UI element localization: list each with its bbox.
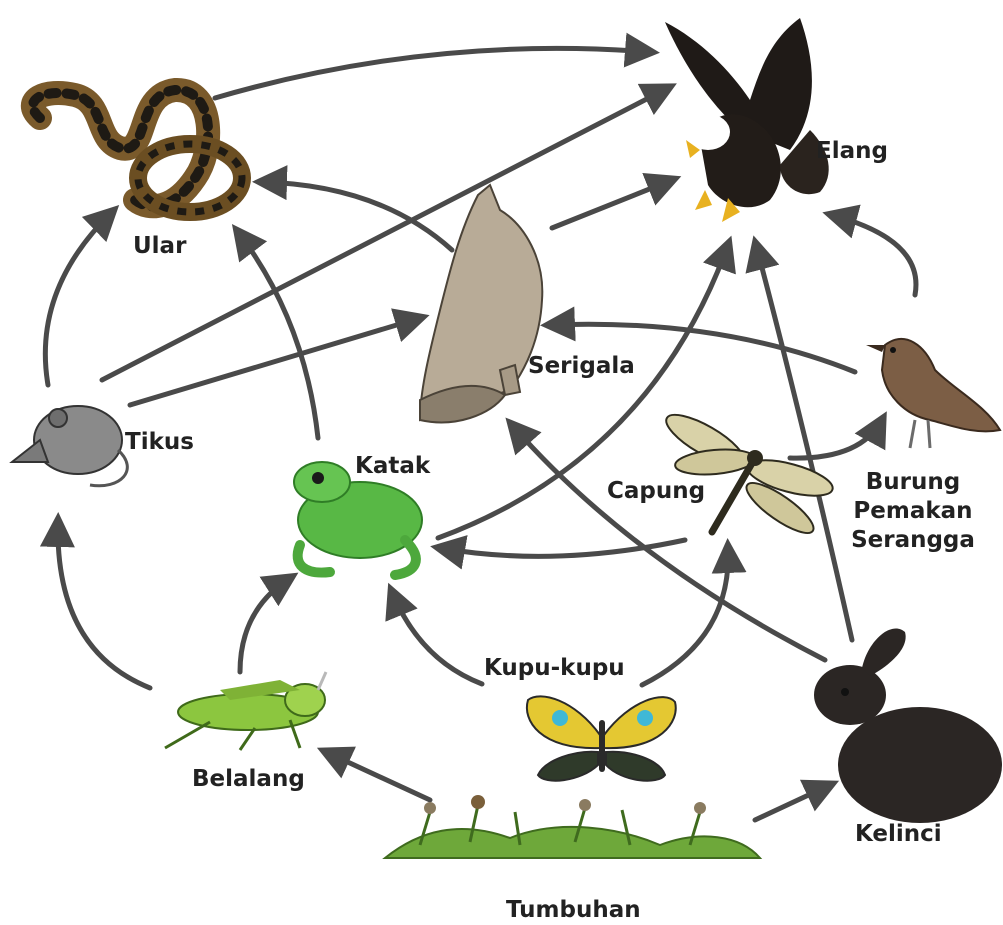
- arrow-capung-katak: [440, 540, 685, 556]
- arrow-tikus-ular: [45, 212, 112, 385]
- label-tikus: Tikus: [125, 428, 194, 457]
- grasshopper-icon: [165, 672, 326, 750]
- wolf-icon: [420, 185, 542, 422]
- dragonfly-icon: [660, 406, 836, 541]
- label-katak: Katak: [355, 452, 430, 481]
- label-kelinci: Kelinci: [855, 820, 942, 849]
- label-burung: Burung Pemakan Serangga: [836, 468, 990, 555]
- arrow-ular-elang: [215, 48, 650, 98]
- eagle-icon: [665, 18, 829, 222]
- label-ular: Ular: [133, 232, 186, 261]
- bird-icon: [866, 339, 1000, 448]
- label-belalang: Belalang: [192, 765, 305, 794]
- label-tumbuhan: Tumbuhan: [506, 896, 641, 925]
- rabbit-icon: [814, 628, 1002, 823]
- plant-icon: [385, 795, 760, 858]
- snake-icon: [33, 90, 242, 212]
- arrow-kelinci-elang: [756, 245, 852, 640]
- label-kupu: Kupu-kupu: [484, 654, 625, 683]
- label-elang: Elang: [816, 137, 888, 166]
- butterfly-icon: [527, 696, 676, 780]
- label-serigala: Serigala: [528, 352, 635, 381]
- arrow-burung-elang: [832, 215, 916, 295]
- arrow-katak-ular: [238, 232, 318, 438]
- arrow-serigala-elang: [552, 180, 672, 228]
- arrow-kupu-katak: [392, 592, 482, 684]
- label-capung: Capung: [607, 477, 705, 506]
- mouse-icon: [12, 406, 127, 486]
- arrow-tumbuhan-belalang: [326, 752, 430, 800]
- arrow-kupu-capung: [642, 548, 728, 685]
- arrow-belalang-katak: [240, 578, 290, 672]
- arrow-belalang-tikus: [58, 522, 150, 688]
- arrow-tumbuhan-kelinci: [755, 785, 830, 820]
- arrow-tikus-elang: [102, 88, 668, 380]
- arrow-tikus-serigala: [130, 318, 420, 405]
